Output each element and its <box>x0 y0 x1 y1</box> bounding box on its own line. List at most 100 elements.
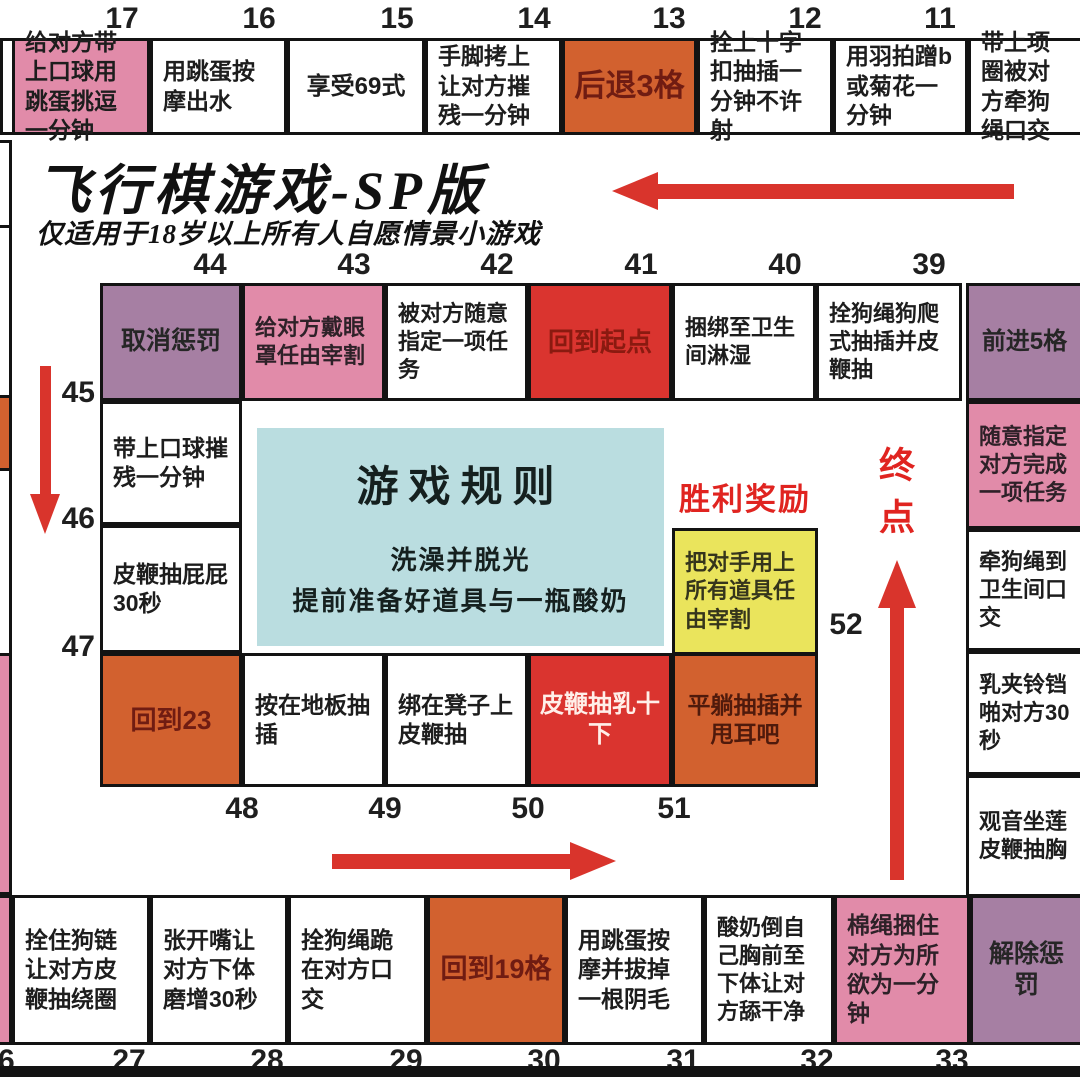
top-number: 12 <box>788 2 822 35</box>
top-number: 17 <box>105 2 139 35</box>
inner-top-number: 40 <box>768 248 802 281</box>
arrow-shaft <box>332 853 570 869</box>
cell-label: 酸奶倒自己胸前至下体让对方舔干净 <box>717 914 806 1025</box>
cell-label: 回到起点 <box>547 326 652 357</box>
cell-label: 给对方带上口球用跳蛋挑逗一分钟 <box>25 28 117 143</box>
cell-label: 被对方随意指定一项任务 <box>398 300 509 383</box>
arrow-up-icon <box>878 560 916 880</box>
arrow-shaft <box>39 366 51 494</box>
cell-label: 取消惩罚 <box>120 327 221 356</box>
cell-label: 带上项圈被对方牵狗绳口交 <box>981 28 1050 143</box>
cell-right-4: 乳夹铃铛啪对方30秒 <box>966 651 1080 775</box>
arrow-head <box>570 842 616 880</box>
cell-label: 按在地板抽插 <box>255 691 370 747</box>
cell-50: 皮鞭抽乳十下 <box>528 653 672 787</box>
arrow-head <box>612 172 658 210</box>
cell-back-to-23: 回到23 <box>100 653 242 787</box>
cell-40: 捆绑至卫生间淋湿 <box>672 283 816 401</box>
cell-right-5: 观音坐莲皮鞭抽胸 <box>966 775 1080 897</box>
top-number: 16 <box>242 2 276 35</box>
inner-top-number: 44 <box>193 248 227 281</box>
arrow-right-icon <box>332 842 616 880</box>
rules-box: 游戏规则 洗澡并脱光 提前准备好道具与一瓶酸奶 <box>257 428 664 646</box>
cell-31: 用跳蛋按摩并拔掉一根阴毛 <box>565 895 704 1045</box>
cell-label: 拴上十字扣抽插一分钟不许射 <box>710 28 802 143</box>
cell-label: 后退3格 <box>574 68 685 104</box>
top-number: 18 <box>0 2 6 36</box>
cell-10: 带上项圈被对方牵狗绳口交 <box>968 29 1080 143</box>
cell-label: 绑在凳子上皮鞭抽 <box>398 691 513 747</box>
arrow-shaft <box>890 608 904 880</box>
inner-bottom-number: 51 <box>657 792 691 825</box>
cell-41-back-to-start: 回到起点 <box>528 283 672 401</box>
rules-line-1: 洗澡并脱光 <box>390 545 531 576</box>
cell-label: 棉绳捆住对方为所欲为一分钟 <box>847 912 939 1027</box>
cell-advance-5: 前进5格 <box>966 283 1080 401</box>
top-number: 11 <box>924 2 956 35</box>
inner-top-number: 41 <box>624 248 658 281</box>
inner-bottom-number: 49 <box>368 792 402 825</box>
cell-27: 拴住狗链让对方皮鞭抽绕圈 <box>12 895 150 1045</box>
inner-top-number: 43 <box>337 248 371 281</box>
cell-label: 回到19格 <box>440 954 552 985</box>
cell-label: 给对方戴眼罩任由宰割 <box>255 314 366 368</box>
top-number: 15 <box>380 2 414 35</box>
arrow-shaft <box>658 183 1014 199</box>
cell-edge-sliver <box>0 140 12 228</box>
inner-top-number: 42 <box>480 248 514 281</box>
rules-line-2: 提前准备好道具与一瓶酸奶 <box>292 585 629 616</box>
cell-left-2: 皮鞭抽屁屁30秒 <box>100 525 242 653</box>
cell-52-victory: 把对手用上所有道具任由宰割 <box>672 528 818 655</box>
rules-heading: 游戏规则 <box>356 463 565 511</box>
cell-label: 把对手用上所有道具任由宰割 <box>685 550 796 632</box>
cell-label: 随意指定对方完成一项任务 <box>979 423 1068 506</box>
arrow-head <box>878 560 916 608</box>
cell-label: 观音坐莲皮鞭抽胸 <box>979 808 1068 862</box>
cell-label: 乳夹铃铛啪对方30秒 <box>979 671 1070 754</box>
cell-30-back-to-19: 回到19格 <box>427 895 565 1045</box>
cell-14: 手脚拷上让对方摧残一分钟 <box>425 38 562 135</box>
top-number: 14 <box>517 2 551 35</box>
cell-11: 用羽拍蹭b或菊花一分钟 <box>833 38 968 135</box>
left-number: 46 <box>61 502 95 535</box>
cell-label: 用跳蛋按摩出水 <box>163 58 255 114</box>
cell-45-cancel-penalty: 取消惩罚 <box>100 283 242 401</box>
cell-15: 享受69式 <box>287 38 425 135</box>
cell-label: 带上口球摧残一分钟 <box>113 434 228 490</box>
cell-33: 棉绳捆住对方为所欲为一分钟 <box>834 895 970 1045</box>
cell-label: 拴住狗链让对方皮鞭抽绕圈 <box>25 926 117 1012</box>
inner-bottom-number: 48 <box>225 792 259 825</box>
cell-label: 手脚拷上让对方摧残一分钟 <box>438 43 530 129</box>
cell-edge-sliver <box>0 895 12 1045</box>
cell-49: 绑在凳子上皮鞭抽 <box>385 653 528 787</box>
cell-42: 被对方随意指定一项任务 <box>385 283 528 401</box>
cell-label: 皮鞭抽乳十下 <box>540 691 660 748</box>
cell-label: 用跳蛋按摩并拔掉一根阴毛 <box>578 926 670 1012</box>
bottom-divider <box>0 1066 1080 1077</box>
cell-17: 给对方带上口球用跳蛋挑逗一分钟 <box>12 29 150 143</box>
cell-label: 用羽拍蹭b或菊花一分钟 <box>846 43 953 129</box>
cell-label: 平躺抽插并甩耳吧 <box>687 692 803 747</box>
cell-51: 平躺抽插并甩耳吧 <box>672 653 818 787</box>
cell-39: 拴狗绳狗爬式抽插并皮鞭抽 <box>816 283 962 401</box>
cell-48: 按在地板抽插 <box>242 653 385 787</box>
cell-label: 解除惩罚 <box>988 939 1064 999</box>
cell-label: 拴狗绳跪在对方口交 <box>301 926 393 1012</box>
cell-edge-sliver <box>0 468 12 656</box>
cell-left-1: 带上口球摧残一分钟 <box>100 401 242 525</box>
arrow-left-icon <box>612 172 1014 210</box>
cell-28: 张开嘴让对方下体磨增30秒 <box>150 895 288 1045</box>
inner-bottom-number: 52 <box>829 608 863 641</box>
cell-12: 拴上十字扣抽插一分钟不许射 <box>697 29 833 143</box>
cell-edge-sliver <box>0 225 12 398</box>
inner-bottom-number: 50 <box>511 792 545 825</box>
cell-right-3: 牵狗绳到卫生间口交 <box>966 529 1080 651</box>
cell-label: 皮鞭抽屁屁30秒 <box>113 560 228 616</box>
cell-43: 给对方戴眼罩任由宰割 <box>242 283 385 401</box>
cell-edge-sliver <box>0 395 12 471</box>
cell-remove-penalty: 解除惩罚 <box>970 895 1080 1045</box>
left-number: 47 <box>61 630 95 663</box>
cell-label: 张开嘴让对方下体磨增30秒 <box>163 926 258 1012</box>
cell-label: 牵狗绳到卫生间口交 <box>979 548 1068 631</box>
